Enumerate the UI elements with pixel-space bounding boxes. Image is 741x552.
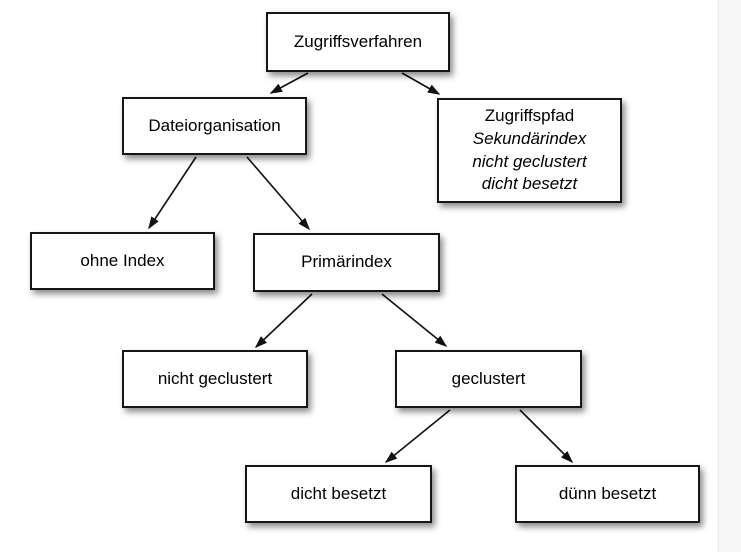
node-dicht-besetzt: dicht besetzt	[245, 465, 432, 523]
node-dateiorganisation: Dateiorganisation	[122, 97, 307, 155]
arrow-dateiorganisation-primaerindex	[246, 156, 310, 231]
node-label: Primärindex	[301, 252, 392, 272]
node-detail-line: dicht besetzt	[481, 174, 578, 194]
node-label: dicht besetzt	[290, 483, 387, 503]
node-detail-line: nicht geclustert	[472, 151, 587, 171]
node-label: dünn besetzt	[558, 483, 657, 503]
node-label: Dateiorganisation	[148, 115, 281, 135]
page-edge-strip	[718, 0, 741, 552]
node-primaerindex: Primärindex	[253, 233, 440, 292]
node-duenn-besetzt: dünn besetzt	[515, 465, 700, 523]
arrow-geclustert-dicht-besetzt	[384, 409, 451, 463]
node-detail-line: Sekundärindex	[472, 128, 587, 148]
arrow-primaerindex-nicht-geclustert	[254, 293, 313, 349]
node-label: Zugriffsverfahren	[293, 31, 423, 51]
node-label: nicht geclustert	[157, 368, 273, 388]
node-zugriffsverfahren: Zugriffsverfahren	[266, 12, 450, 72]
arrow-dateiorganisation-ohne-index	[148, 156, 197, 230]
node-ohne-index: ohne Index	[30, 232, 215, 290]
node-title: Zugriffspfad	[484, 105, 575, 125]
arrow-zugriffsverfahren-dateiorganisation	[269, 72, 309, 94]
arrow-geclustert-duenn-besetzt	[519, 409, 574, 464]
node-geclustert: geclustert	[395, 350, 582, 408]
node-label: ohne Index	[80, 250, 165, 270]
node-zugriffspfad: Zugriffspfad Sekundärindex nicht geclust…	[437, 98, 622, 203]
arrow-zugriffsverfahren-zugriffspfad	[401, 72, 441, 95]
node-label: geclustert	[451, 368, 526, 388]
node-nicht-geclustert: nicht geclustert	[122, 350, 308, 408]
arrow-primaerindex-geclustert	[381, 293, 448, 347]
